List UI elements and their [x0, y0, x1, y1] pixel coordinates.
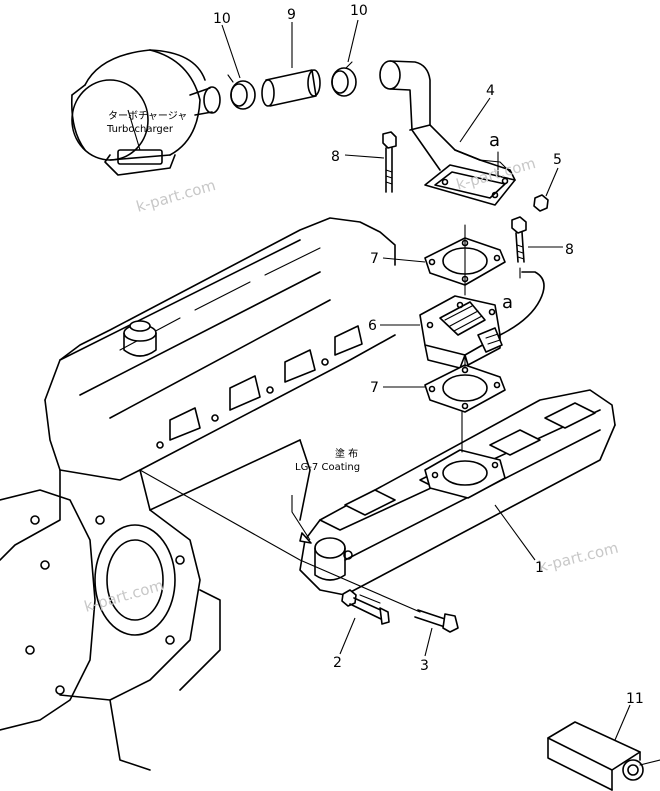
turbocharger-label-jp: ターボチャージャ	[108, 110, 187, 122]
coating-label-jp: 塗 布	[335, 447, 358, 460]
callout-8-right: 8	[565, 242, 574, 258]
bolt-2	[341, 589, 390, 625]
callout-1: 1	[535, 560, 544, 576]
exhaust-manifold	[299, 389, 616, 596]
leader-lines	[127, 19, 631, 741]
coating-label-en: LG-7 Coating	[295, 462, 360, 473]
callout-7-upper: 7	[370, 251, 379, 267]
view-ref-a-mid: a	[502, 292, 513, 313]
exhaust-valve	[419, 267, 545, 369]
hose	[261, 69, 321, 107]
gasket-lower	[424, 364, 506, 413]
bolt-right	[511, 216, 527, 263]
callout-3: 3	[420, 658, 429, 674]
watermark: k-part.com	[537, 539, 621, 576]
callout-11: 11	[626, 691, 644, 707]
callout-2: 2	[333, 655, 342, 671]
clamp-right	[331, 61, 357, 97]
bolt-upper	[382, 131, 397, 193]
callout-7-lower: 7	[370, 380, 379, 396]
callout-10-right: 10	[350, 3, 368, 19]
turbocharger	[70, 49, 221, 176]
watermark: k-part.com	[134, 176, 217, 216]
callout-9: 9	[287, 7, 296, 23]
nut	[533, 194, 549, 212]
callout-8-upper: 8	[331, 149, 340, 165]
engine-block	[0, 217, 396, 771]
exhaust-elbow	[379, 60, 516, 206]
callout-4: 4	[486, 83, 495, 99]
callout-10-left: 10	[213, 11, 231, 27]
turbocharger-label-en: Turbocharger	[106, 124, 174, 135]
bolt-3	[414, 609, 459, 633]
coating-arrowhead	[299, 532, 312, 544]
callout-6: 6	[368, 318, 377, 334]
connector-part	[547, 721, 660, 791]
callout-5: 5	[553, 152, 562, 168]
clamp-left	[227, 74, 256, 110]
view-ref-a-top: a	[489, 130, 500, 151]
